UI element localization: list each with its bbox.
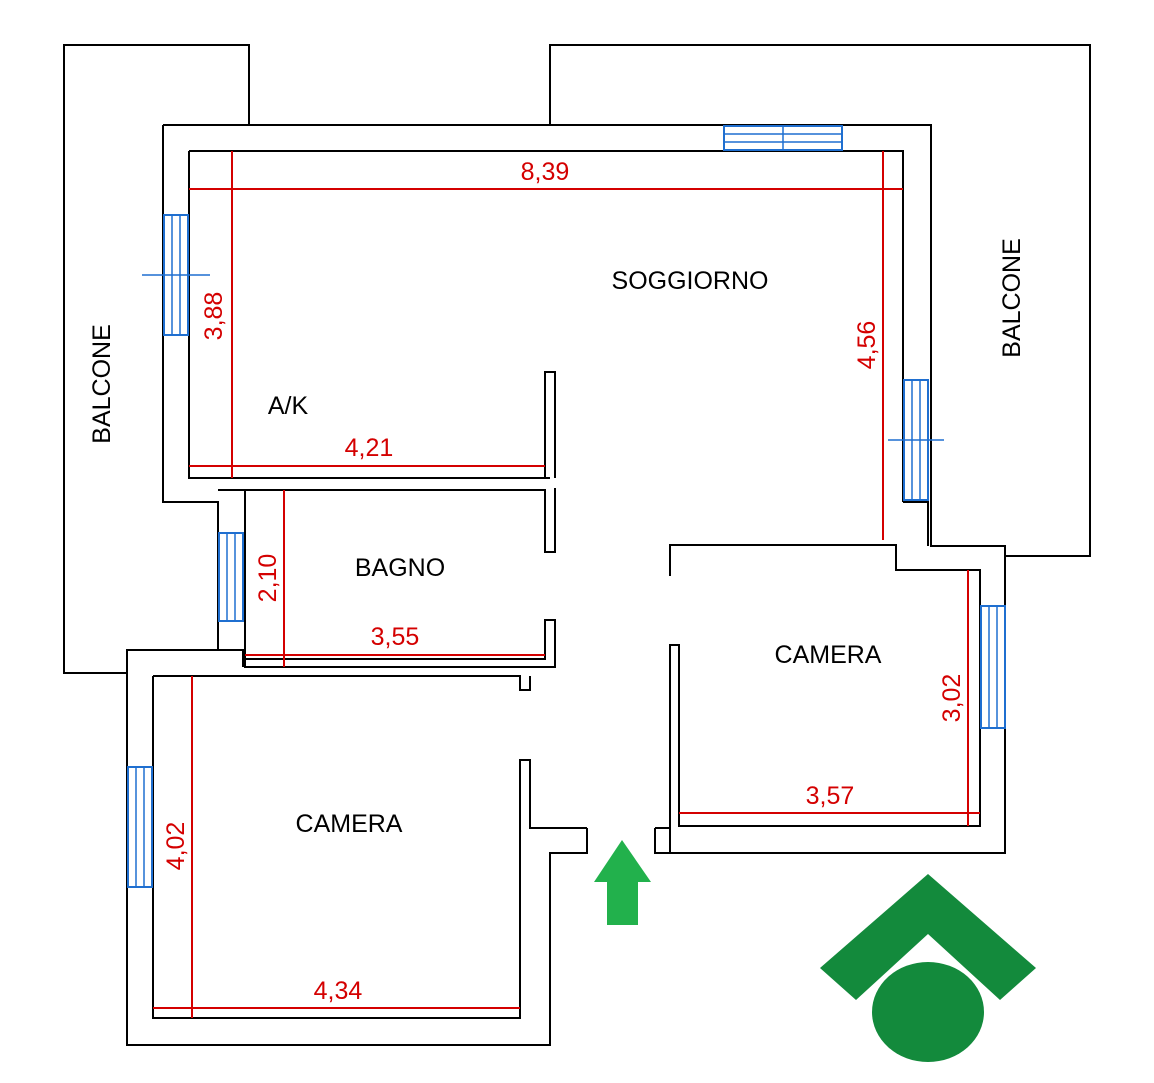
- agency-logo: [820, 874, 1036, 1062]
- room-label-bagno: BAGNO: [355, 554, 445, 582]
- window-soggiorno-right: [888, 379, 944, 501]
- window-camera-left: [127, 766, 153, 888]
- dimension-lines: [153, 151, 980, 1018]
- room-label-balcone-right: BALCONE: [998, 238, 1026, 357]
- room-label-balcone-left: BALCONE: [88, 324, 116, 443]
- room-label-ak: A/K: [268, 392, 309, 420]
- dim-bagno-height: 2,10: [254, 554, 282, 603]
- dim-camera-right-width: 3,57: [806, 782, 855, 810]
- dim-soggiorno-left-height: 3,88: [200, 292, 228, 341]
- dim-soggiorno-right-height: 4,56: [853, 321, 881, 370]
- window-top: [723, 125, 843, 151]
- room-label-soggiorno: SOGGIORNO: [612, 267, 769, 295]
- window-bagno: [218, 532, 244, 622]
- dim-camera-left-height: 4,02: [162, 822, 190, 871]
- entrance-arrow-icon: [594, 840, 651, 925]
- dim-soggiorno-width: 8,39: [521, 158, 570, 186]
- room-label-camera-right: CAMERA: [775, 641, 882, 669]
- windows: [127, 125, 1006, 888]
- dim-camera-right-height: 3,02: [938, 674, 966, 723]
- window-camera-right: [980, 605, 1006, 729]
- window-soggiorno-left: [142, 214, 210, 336]
- dim-ak-width: 4,21: [345, 434, 394, 462]
- dim-camera-left-width: 4,34: [314, 977, 363, 1005]
- room-label-camera-left: CAMERA: [296, 810, 403, 838]
- dim-bagno-width: 3,55: [371, 623, 420, 651]
